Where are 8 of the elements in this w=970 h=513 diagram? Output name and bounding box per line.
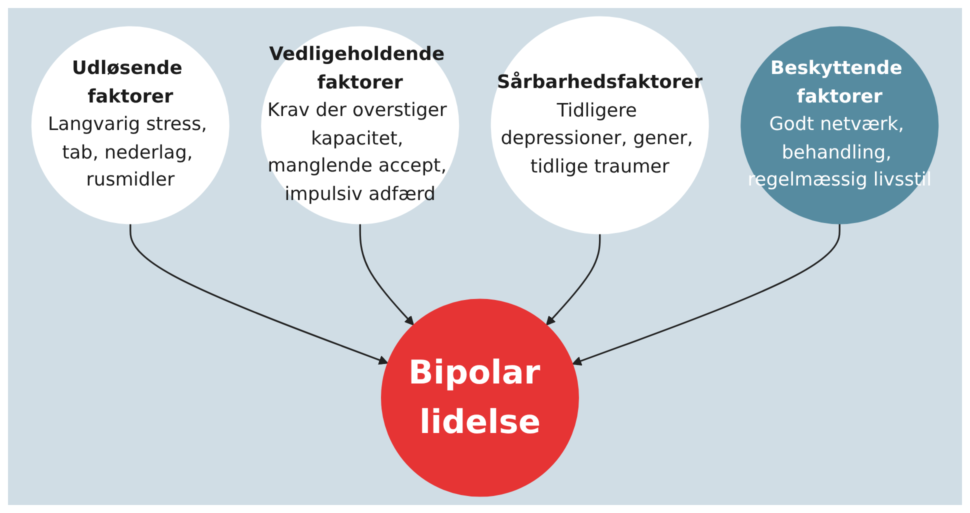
node-circle: Bipolar lidelse (380, 298, 579, 497)
arrow (572, 224, 840, 366)
arrow (546, 234, 601, 326)
node-circle: Sårbarhedsfaktorer Tidligere depressioner, gener, tidlige traumer (490, 16, 709, 234)
arrow (359, 224, 414, 326)
node-circle: Vedligeholdende faktorer Krav der overstiger kapacitet, manglende accept, impulsiv adfærd (261, 26, 460, 224)
node-circle: Udløsende faktorer Langvarig stress, tab, nederlag, rusmidler (31, 26, 230, 224)
arrow (130, 224, 388, 365)
